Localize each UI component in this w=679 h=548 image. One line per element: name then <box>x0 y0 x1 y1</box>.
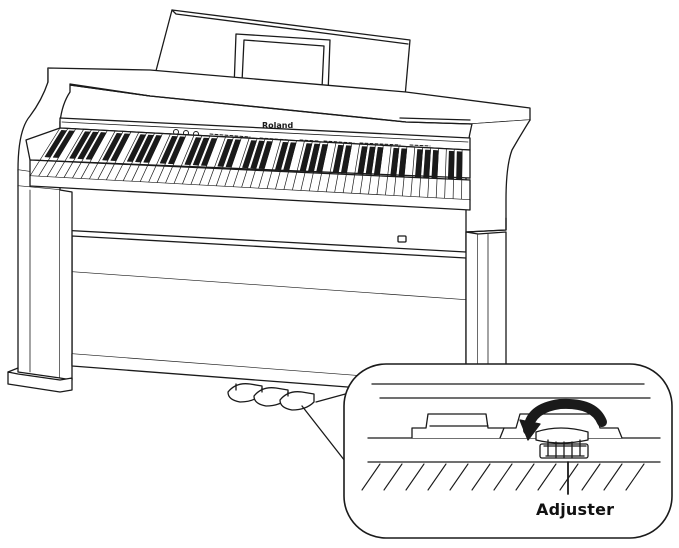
adjuster-callout <box>343 363 673 539</box>
floor-hatch-line <box>493 463 513 491</box>
white-key-line <box>401 146 408 197</box>
white-key-line <box>29 127 61 177</box>
white-key-line <box>461 149 463 200</box>
white-key-line <box>283 140 297 191</box>
floor-hatch-line <box>427 463 447 491</box>
floor-hatch-line <box>471 463 491 491</box>
white-key-line <box>308 141 321 192</box>
adjuster-label: Adjuster <box>536 500 615 519</box>
headphone-jack <box>397 235 407 243</box>
floor-hatch-line <box>581 463 601 491</box>
white-key-line <box>190 135 211 186</box>
floor-hatch-line <box>537 463 557 491</box>
white-key-line <box>376 144 384 196</box>
floor-hatch-line <box>449 463 469 491</box>
pedals <box>227 383 315 411</box>
left-leg <box>7 185 73 393</box>
white-key-line <box>266 139 282 190</box>
white-key-line <box>215 136 234 187</box>
floor-hatch-line <box>625 463 645 491</box>
white-key-line <box>55 128 85 178</box>
white-key-line <box>291 140 305 191</box>
white-key-line <box>224 137 242 187</box>
white-key-line <box>249 138 266 189</box>
white-key-line <box>300 141 313 192</box>
white-key-line <box>88 130 116 180</box>
white-key-line <box>325 142 337 193</box>
floor-hatch-line <box>361 463 381 491</box>
white-key-line <box>80 130 108 180</box>
white-key-line <box>334 142 345 193</box>
floor-hatch-line <box>515 463 535 491</box>
black-key <box>456 151 463 180</box>
white-key-line <box>38 128 69 177</box>
white-key-line <box>105 131 132 181</box>
white-key-line <box>393 145 400 197</box>
white-key-line <box>71 129 100 179</box>
white-key-line <box>232 137 250 188</box>
floor-hatch-line <box>405 463 425 491</box>
white-key-line <box>122 132 148 182</box>
white-key-line <box>114 131 140 181</box>
front-board <box>71 235 467 385</box>
white-key-line <box>410 146 416 198</box>
white-key-line <box>427 147 431 199</box>
white-key-line <box>351 143 360 194</box>
white-key-line <box>418 147 424 198</box>
white-key-line <box>444 148 447 199</box>
white-key-line <box>317 142 329 193</box>
white-key-line <box>198 136 219 186</box>
white-key-line <box>131 132 155 182</box>
white-key-line <box>165 134 187 184</box>
white-key-line <box>156 133 179 184</box>
white-key-line <box>97 131 124 181</box>
white-key-line <box>173 134 195 185</box>
floor-hatch-line <box>383 463 403 491</box>
floor-hatch-line <box>603 463 623 491</box>
floor-hatch-line <box>559 463 579 491</box>
white-key-line <box>368 144 376 195</box>
brand-logo: Roland <box>262 121 293 130</box>
right-cheek <box>465 119 531 233</box>
white-key-line <box>359 144 368 195</box>
white-key-line <box>139 133 163 183</box>
white-key-line <box>258 139 274 189</box>
white-key-line <box>435 147 439 199</box>
white-key-line <box>342 143 353 194</box>
white-key-line <box>275 139 290 190</box>
white-key-line <box>385 145 392 196</box>
white-key-line <box>148 133 171 183</box>
white-key-line <box>63 129 92 179</box>
white-key-line <box>181 135 203 185</box>
white-key-line <box>207 136 226 187</box>
white-key-line <box>46 128 77 178</box>
white-key-line <box>452 148 455 200</box>
keyboard <box>25 127 471 201</box>
white-key-line <box>241 138 258 188</box>
